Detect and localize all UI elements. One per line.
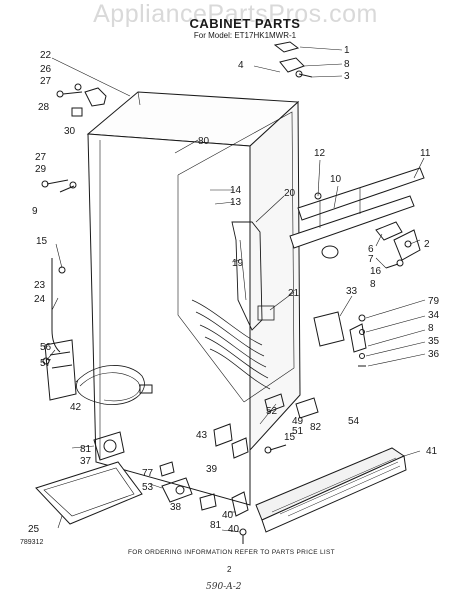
callout-label-13: 13 xyxy=(230,197,242,208)
callout-label-15: 15 xyxy=(284,432,296,443)
callout-label-38: 38 xyxy=(170,502,182,513)
toe-grille xyxy=(255,447,407,533)
callout-label-12: 12 xyxy=(314,148,326,159)
callout-label-43: 43 xyxy=(196,430,208,441)
callout-label-8: 8 xyxy=(428,323,434,334)
right-hinge-bracket xyxy=(385,229,421,269)
callout-label-34: 34 xyxy=(428,310,440,321)
callout-label-54: 54 xyxy=(348,416,360,427)
callout-label-81: 81 xyxy=(210,520,222,531)
cabinet-body xyxy=(86,91,301,506)
callout-label-33: 33 xyxy=(346,286,358,297)
drain-tube xyxy=(51,258,66,353)
callout-label-79: 79 xyxy=(428,296,440,307)
callout-label-21: 21 xyxy=(288,288,300,299)
handwritten-note: 590-A-2 xyxy=(206,582,242,592)
callout-label-26: 26 xyxy=(40,64,52,75)
drain-pan xyxy=(35,461,143,525)
leveling-roller xyxy=(93,431,193,503)
callout-label-35: 35 xyxy=(428,336,440,347)
callout-label-15: 15 xyxy=(36,236,48,247)
callout-label-4: 4 xyxy=(238,60,244,71)
callout-label-51: 51 xyxy=(292,426,304,437)
callout-label-28: 28 xyxy=(38,102,50,113)
callout-label-24: 24 xyxy=(34,294,46,305)
hinge-screws-left xyxy=(41,179,77,193)
callout-label-6: 6 xyxy=(368,244,374,255)
callout-label-52: 52 xyxy=(266,406,278,417)
lower-hinge xyxy=(313,311,367,367)
control-bracket xyxy=(42,339,77,401)
callout-label-10: 10 xyxy=(330,174,342,185)
callout-label-39: 39 xyxy=(206,464,218,475)
callout-label-27: 27 xyxy=(35,152,47,163)
callout-label-9: 9 xyxy=(32,206,38,217)
bottom-brackets xyxy=(159,393,319,544)
callout-label-20: 20 xyxy=(284,188,296,199)
callout-label-82: 82 xyxy=(310,422,322,433)
side-rail xyxy=(289,167,425,259)
door-stop-top xyxy=(56,83,107,117)
callout-label-3: 3 xyxy=(344,71,350,82)
callout-label-80: 80 xyxy=(198,136,210,147)
callout-label-56: 56 xyxy=(40,342,52,353)
callout-label-16: 16 xyxy=(370,266,382,277)
ordering-info: FOR ORDERING INFORMATION REFER TO PARTS … xyxy=(128,549,335,556)
callout-labels: 1834222627283080121011141320272991523241… xyxy=(28,45,440,535)
catalog-number: 789312 xyxy=(20,539,44,546)
watermark: AppliancePartsPros.com xyxy=(93,0,378,28)
callout-label-23: 23 xyxy=(34,280,46,291)
callout-label-30: 30 xyxy=(64,126,76,137)
callout-label-22: 22 xyxy=(40,50,52,61)
callout-label-11: 11 xyxy=(420,148,431,159)
model-subtitle: For Model: ET17HK1MWR-1 xyxy=(193,31,297,40)
page-number: 2 xyxy=(227,565,232,574)
callout-label-19: 19 xyxy=(232,258,244,269)
callout-label-2: 2 xyxy=(424,239,430,250)
callout-label-8: 8 xyxy=(370,279,376,290)
callout-label-40: 40 xyxy=(228,524,240,535)
callout-label-14: 14 xyxy=(230,185,242,196)
callout-label-1: 1 xyxy=(344,45,350,56)
callout-label-8: 8 xyxy=(344,59,350,70)
callout-label-25: 25 xyxy=(28,524,40,535)
callout-label-81: 81 xyxy=(80,444,92,455)
callout-label-29: 29 xyxy=(35,164,47,175)
callout-label-41: 41 xyxy=(426,446,438,457)
callout-label-77: 77 xyxy=(142,468,154,479)
callout-label-36: 36 xyxy=(428,349,440,360)
callout-label-49: 49 xyxy=(292,416,304,427)
callout-label-57: 57 xyxy=(40,358,52,369)
callout-label-42: 42 xyxy=(70,402,82,413)
wiring-harness xyxy=(75,365,153,406)
callout-label-40: 40 xyxy=(222,510,234,521)
callout-label-27: 27 xyxy=(40,76,52,87)
callout-label-37: 37 xyxy=(80,456,92,467)
callout-label-7: 7 xyxy=(368,254,374,265)
callout-label-53: 53 xyxy=(142,482,154,493)
diagram-title: CABINET PARTS xyxy=(189,16,301,31)
